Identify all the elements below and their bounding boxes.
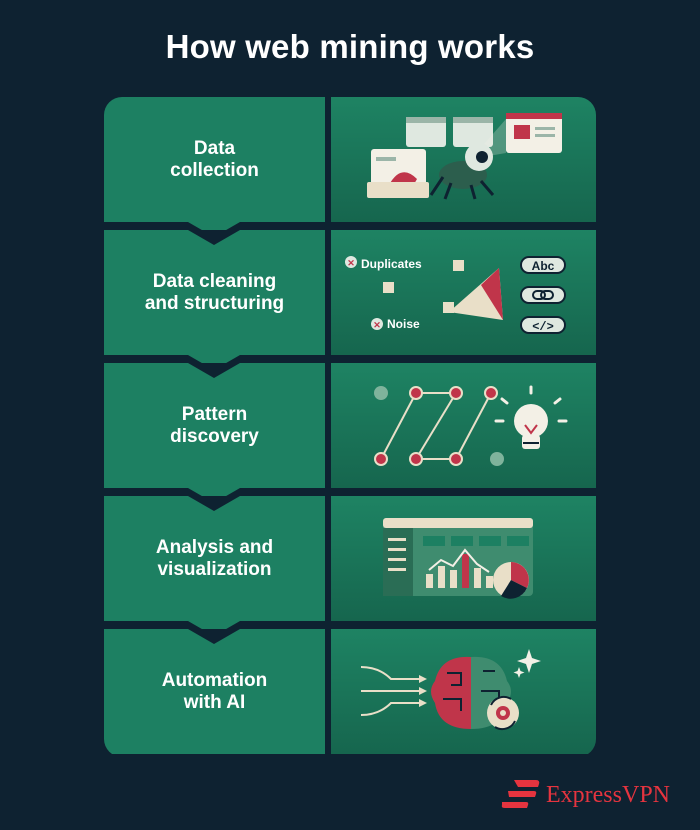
- lightbulb-icon: [331, 363, 596, 488]
- funnel-filter-icon: ✕ Duplicates ✕ Noise Abc </>: [331, 230, 596, 355]
- step-2-line-1: Data cleaning: [152, 270, 277, 292]
- svg-text:✕: ✕: [373, 320, 381, 330]
- ai-brain-icon: [331, 629, 596, 754]
- step-5-line-2: with AI: [183, 691, 246, 713]
- step-1-line-1: Data: [193, 137, 236, 159]
- arrow-cut-5: [188, 629, 240, 644]
- arrow-cut-2: [188, 230, 240, 245]
- brand-name: ExpressVPN: [546, 781, 670, 808]
- text-chip: Abc: [532, 259, 555, 273]
- step-3-line-2: discovery: [170, 425, 259, 447]
- duplicates-tag: Duplicates: [361, 257, 422, 271]
- code-chip: </>: [532, 320, 554, 334]
- arrow-cut-3: [188, 363, 240, 378]
- noise-tag: Noise: [387, 317, 420, 331]
- spider-crawler-icon: [331, 97, 596, 222]
- step-1-line-2: collection: [170, 159, 259, 181]
- step-2-line-2: and structuring: [144, 292, 285, 314]
- step-4-line-1: Analysis and: [155, 536, 274, 558]
- svg-text:✕: ✕: [347, 258, 355, 268]
- step-4-line-2: visualization: [157, 558, 272, 580]
- page-title: How web mining works: [165, 28, 535, 65]
- step-5-line-1: Automation: [161, 669, 268, 691]
- step-3-line-1: Pattern: [181, 403, 248, 425]
- dashboard-chart-icon: [331, 496, 596, 621]
- expressvpn-logo-mark: [501, 780, 540, 808]
- arrow-cut-4: [188, 496, 240, 511]
- expressvpn-logo: ExpressVPN: [500, 775, 690, 815]
